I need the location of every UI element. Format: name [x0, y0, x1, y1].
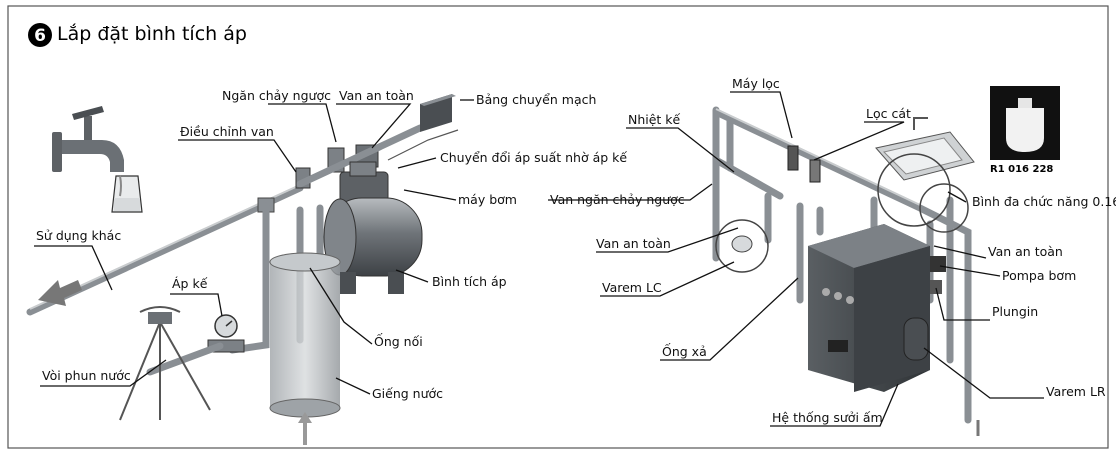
label-binh-da-chuc-nang: Bình đa chức năng 0.16l [972, 194, 1116, 209]
product-code: R1 016 228 [990, 164, 1053, 175]
label-loc-cat: Lọc cát [866, 106, 911, 121]
label-ap-ke: Áp kế [172, 276, 208, 291]
label-plungin: Plungin [992, 304, 1038, 319]
expansion-vessel-lc-icon [715, 219, 769, 273]
label-van-an-toan-right: Van an toàn [988, 244, 1063, 259]
label-dieu-chinh-van: Điều chỉnh van [180, 124, 274, 139]
label-ngan-chay-nguoc: Ngăn chảy ngược [222, 88, 331, 103]
label-chuyen-doi-ap-suat: Chuyển đổi áp suất nhờ áp kế [440, 150, 627, 165]
label-nhiet-ke: Nhiệt kế [628, 112, 681, 127]
label-he-thong-suoi-am: Hệ thống sưởi ấm [772, 410, 883, 425]
boiler-icon [808, 224, 930, 392]
well-icon [269, 252, 341, 445]
leader-lines [34, 91, 1044, 427]
label-varem-lc: Varem LC [602, 280, 662, 295]
label-may-bom: máy bơm [458, 192, 517, 207]
label-bang-chuyen-mach: Bảng chuyển mạch [476, 92, 596, 107]
pump-block [930, 256, 946, 272]
multi-function-vessel-circle [877, 153, 951, 227]
label-binh-tich-ap: Bình tích áp [432, 274, 507, 289]
label-ong-noi: Ống nối [374, 333, 423, 349]
pressure-tank-icon [323, 197, 423, 294]
faucet-icon [52, 106, 143, 213]
pump-icon [339, 161, 389, 203]
label-van-ngan-chay-nguoc: Van ngăn chảy ngược [550, 192, 685, 207]
label-varem-lr: Varem LR [1046, 384, 1106, 399]
label-gieng-nuoc: Giếng nước [372, 386, 443, 401]
vessel-detail-circle [919, 183, 969, 233]
left-illustration [26, 94, 459, 445]
sprinkler-icon [119, 306, 211, 421]
section-number-badge [28, 23, 52, 47]
label-van-an-toan-mid: Van an toàn [596, 236, 671, 251]
product-photo: R1 016 228 [990, 86, 1060, 175]
right-illustration: R1 016 228 [712, 86, 1060, 436]
switch-panel-icon [420, 94, 456, 132]
outer-border [7, 5, 1109, 449]
section-number: 6 [34, 26, 46, 46]
flow-arrow-icon [38, 280, 82, 306]
label-van-an-toan-left: Van an toàn [339, 88, 414, 103]
expansion-vessel-lr-icon [903, 317, 929, 361]
label-ong-xa: Ống xả [662, 343, 707, 359]
label-pompa-bom: Pompa bơm [1002, 268, 1076, 283]
section-header: 6 Lắp đặt bình tích áp [28, 22, 247, 47]
label-voi-phun-nuoc: Vòi phun nước [42, 368, 131, 383]
label-may-loc: Máy lọc [732, 76, 780, 91]
label-su-dung-khac: Sử dụng khác [36, 228, 121, 243]
labels: Ngăn chảy ngược Van an toàn Bảng chuyển … [36, 76, 1116, 425]
page-title: Lắp đặt bình tích áp [57, 22, 247, 45]
